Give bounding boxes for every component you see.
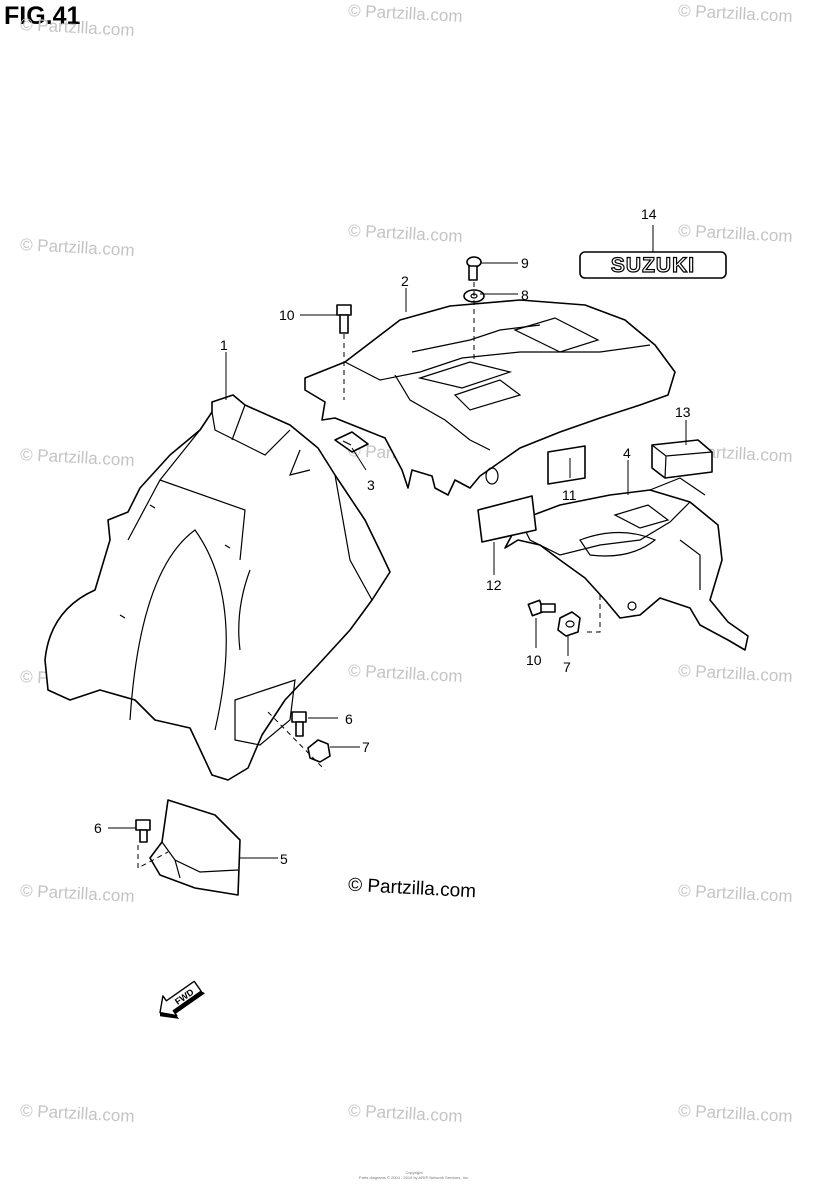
callout-8: 8 — [521, 287, 529, 303]
callout-12: 12 — [486, 577, 502, 593]
figure-title: FIG.41 — [4, 2, 81, 30]
clip-part-3 — [334, 431, 369, 453]
suzuki-emblem-part-14: SUZUKI — [579, 251, 727, 279]
callout-7: 7 — [362, 739, 370, 755]
nut-part-7-bracket — [557, 611, 581, 637]
reflector-part-12 — [477, 495, 537, 543]
rear-fender-part-2 — [304, 299, 676, 496]
bolt-part-9 — [466, 256, 482, 281]
callout-14: 14 — [641, 206, 657, 222]
callout-6-mudflap: 6 — [94, 820, 102, 836]
bolt-part-10-lower — [527, 599, 556, 617]
callout-4: 4 — [623, 445, 631, 461]
emblem-text: SUZUKI — [611, 254, 695, 277]
callout-9: 9 — [521, 255, 529, 271]
callout-10: 10 — [279, 307, 295, 323]
callout-6: 6 — [345, 711, 353, 727]
callout-3: 3 — [367, 477, 375, 493]
bolt-part-10-upper — [336, 304, 352, 334]
bolt-part-6-mudflap — [135, 819, 151, 843]
footer-line-2: Parts diagrams © 2004 - 2019 by ARI® Net… — [358, 1175, 470, 1180]
bolt-part-6-fender — [291, 711, 307, 737]
callout-2: 2 — [401, 273, 409, 289]
nut-part-7-fender — [307, 739, 331, 763]
callout-5: 5 — [280, 851, 288, 867]
callout-11: 11 — [562, 487, 577, 503]
reflector-part-13 — [651, 439, 713, 479]
callout-7-lower: 7 — [563, 659, 571, 675]
inner-fender-part-1 — [44, 394, 391, 781]
fwd-arrow-icon: FWD — [159, 980, 206, 1019]
footer-line-1: Copyright — [405, 1170, 423, 1175]
callout-1: 1 — [220, 337, 228, 353]
footer: Copyright Parts diagrams © 2004 - 2019 b… — [0, 1170, 828, 1180]
reflector-part-11 — [547, 445, 586, 485]
callout-10-lower: 10 — [526, 652, 542, 668]
mudflap-part-5 — [149, 799, 241, 896]
callout-13: 13 — [675, 404, 691, 420]
rear-bracket-part-4 — [504, 477, 749, 651]
